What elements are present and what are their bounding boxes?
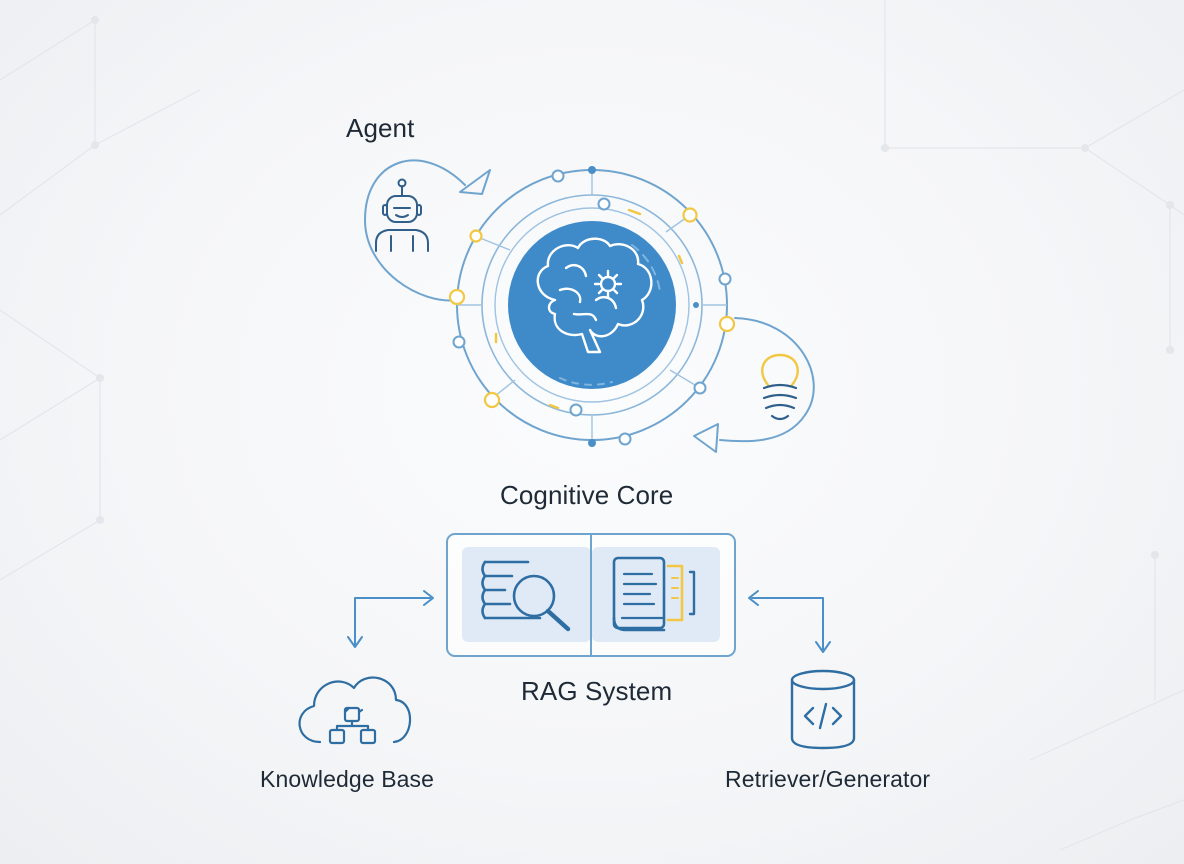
robot-icon	[375, 178, 429, 252]
inner-orbit-ring	[494, 207, 690, 403]
ring-accent-dashes	[494, 208, 684, 410]
agent-arrowhead	[459, 169, 491, 195]
core-disc	[508, 221, 676, 389]
retriever-connector	[748, 590, 831, 653]
agent-label: Agent	[346, 113, 415, 143]
background-nodes	[91, 16, 1174, 559]
cloud-cubes-icon	[298, 676, 412, 745]
ring-nodes-solid	[588, 166, 699, 447]
cognitive-core-label: Cognitive Core	[500, 480, 674, 510]
lightbulb-icon	[761, 353, 799, 421]
core-disc-highlight	[631, 244, 661, 293]
knowledge-connector	[347, 590, 434, 648]
ring-nodes-white	[452, 169, 732, 446]
document-search-icon	[481, 560, 571, 632]
book-document-icon	[612, 556, 696, 632]
rag-system-label: RAG System	[521, 676, 673, 706]
idea-arrowhead	[693, 423, 719, 453]
knowledge-base-label: Knowledge Base	[260, 766, 435, 792]
retriever-generator-label: Retriever/Generator	[725, 766, 931, 792]
ring-nodes-yellow	[448, 207, 736, 409]
agent-loop-arrow	[363, 159, 466, 302]
database-code-icon	[790, 669, 856, 750]
idea-loop-arrow	[719, 317, 815, 443]
brain-gear-icon	[536, 237, 653, 354]
core-disc-highlight-2	[559, 377, 613, 386]
